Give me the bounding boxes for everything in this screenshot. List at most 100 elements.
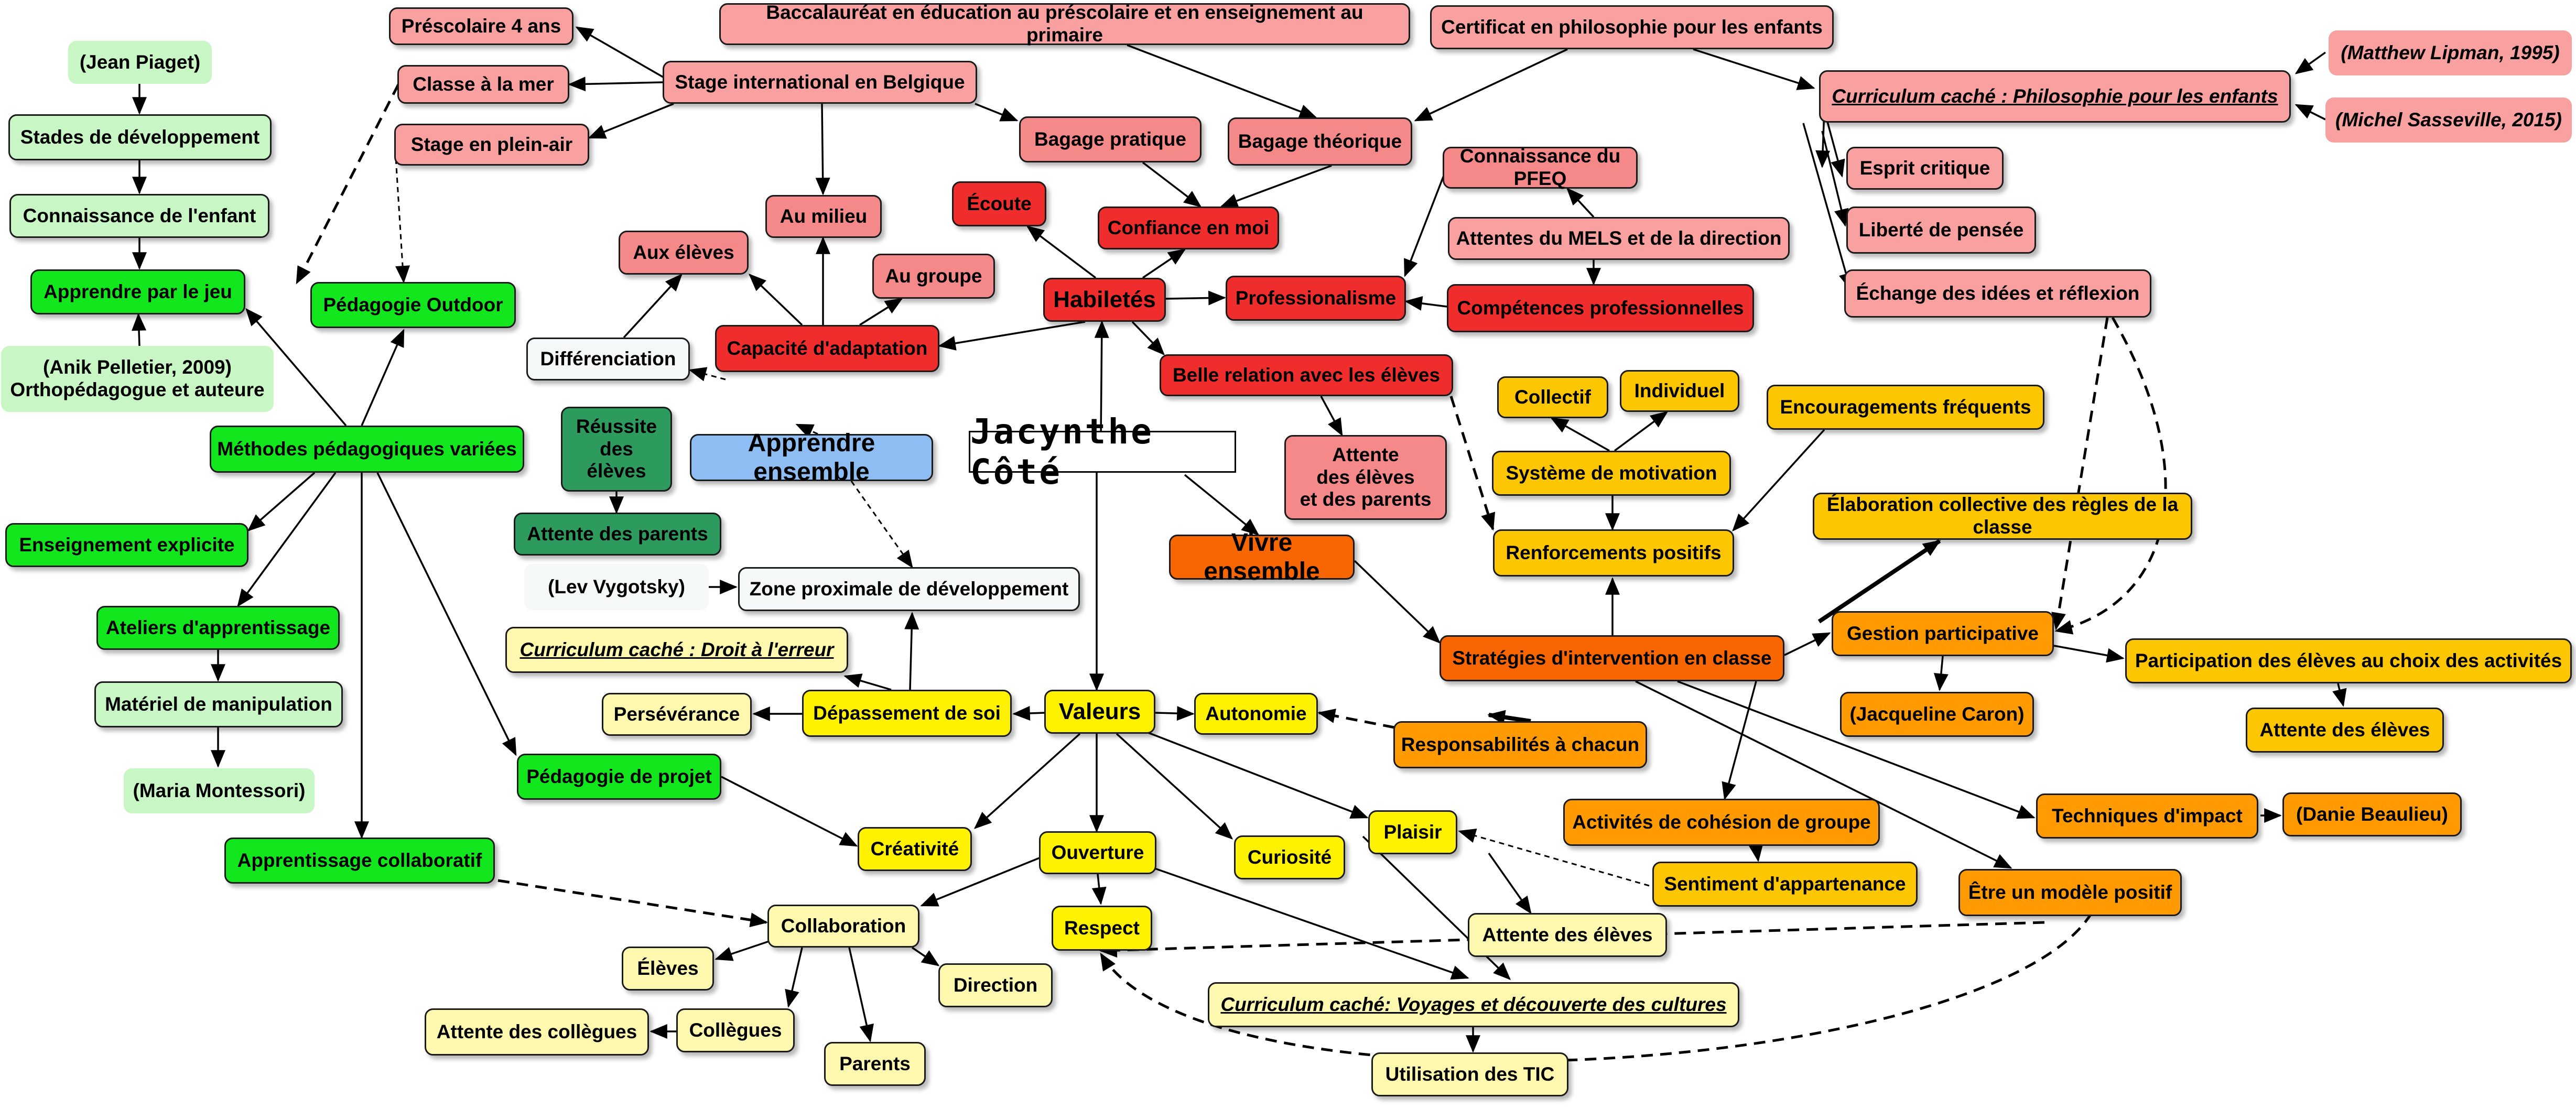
node-curiosite: Curiosité [1234,835,1345,879]
dashed-connector-8 [497,879,768,928]
solid-connector-3 [815,103,830,195]
solid-connector-68 [1748,843,1763,862]
node-stades-developpement: Stades de développement [8,114,272,160]
node-materiel-manipulation: Matériel de manipulation [94,681,343,727]
node-differenciation: Différenciation [526,338,690,380]
solid-connector-65 [1722,681,1757,800]
solid-connector-18 [1404,296,1447,311]
node-apprendre-ensemble: Apprendre ensemble [690,429,933,486]
dashed-connector-6 [1317,709,1395,729]
node-gestion-participative: Gestion participative [1832,611,2054,656]
solid-connector-76 [376,472,517,756]
solid-connector-39 [904,612,919,690]
node-enseignement-explicite: Enseignement explicite [5,523,248,567]
node-renforcements-positifs: Renforcements positifs [1493,529,1734,577]
solid-connector-46 [1116,733,1233,840]
solid-connector-54 [785,947,803,1008]
node-jean-piaget: (Jean Piaget) [68,41,212,84]
node-systeme-motivation: Système de motivation [1492,451,1731,496]
solid-connector-44 [973,733,1081,829]
dashed-curve-echange-gestion [2054,317,2167,635]
solid-connector-11 [1142,248,1186,279]
node-encouragements: Encouragements fréquents [1767,385,2044,430]
solid-connector-13 [938,321,1086,351]
node-esprit-critique: Esprit critique [1846,147,2004,190]
node-habiletes: Habiletés [1043,278,1166,322]
node-pedagogie-projet: Pédagogie de projet [517,754,721,800]
node-matthew-lipman: (Matthew Lipman, 1995) [2329,30,2572,75]
solid-connector-66 [1677,680,2036,819]
solid-connector-74 [237,472,337,607]
solid-connector-49 [1091,874,1107,905]
node-participation-eleves: Participation des élèves au choix des ac… [2125,638,2572,683]
node-perseverance: Persévérance [602,693,752,736]
solid-connector-1 [568,77,663,92]
solid-connector-21 [1821,131,1849,227]
node-curriculum-philosophie: Curriculum caché : Philosophie pour les … [1819,70,2291,123]
node-vivre-ensemble: Vivre ensemble [1169,529,1355,585]
solid-connector-57 [715,940,771,961]
node-professionalisme: Professionalisme [1226,276,1406,321]
node-attente-eleves-participation: Attente des élèves [2246,708,2444,753]
node-maria-montessori: (Maria Montessori) [124,768,315,813]
node-attente-collegues: Attente des collègues [425,1008,649,1056]
node-techniques-impact: Techniques d'impact [2036,793,2258,839]
node-attentes-mels: Attentes du MELS et de la direction [1448,217,1790,260]
solid-connector-42 [1012,705,1046,721]
solid-connector-36 [1184,474,1260,536]
node-attente-parents: Attente des parents [514,513,721,556]
solid-connector-0 [575,26,666,80]
node-valeurs: Valeurs [1044,690,1155,734]
node-anik-pelletier: (Anik Pelletier, 2009) Orthopédagogue et… [1,346,274,412]
node-lev-vygotsky: (Lev Vygotsky) [524,564,709,610]
solid-connector-71 [361,329,405,426]
node-elaboration-regles: Élaboration collective des règles de la … [1813,493,2192,540]
dashed-connector-2 [688,367,726,382]
solid-connector-72 [245,308,347,427]
solid-connector-23 [2294,51,2326,74]
node-bagage-theorique: Bagage théorique [1228,117,1412,166]
node-au-milieu: Au milieu [765,195,882,238]
solid-connector-33 [1732,429,1825,532]
solid-connector-56 [912,947,940,966]
node-jacqueline-caron: (Jacqueline Caron) [1840,692,2034,737]
solid-connector-84 [1487,710,1531,725]
solid-connector-50 [1153,867,1469,980]
node-eleves: Élèves [622,947,714,991]
node-classe-a-la-mer: Classe à la mer [397,65,569,104]
node-activites-cohesion: Activités de cohésion de groupe [1563,799,1880,846]
solid-connector-73 [247,472,316,531]
solid-connector-40 [843,673,892,691]
node-baccalaureat: Baccalauréat en éducation au préscolaire… [719,2,1410,46]
solid-connector-25 [748,274,803,326]
node-sentiment-appartenance: Sentiment d'appartenance [1652,862,1918,907]
solid-connector-51 [1488,852,1532,915]
solid-connector-30 [1550,417,1610,452]
node-au-groupe: Au groupe [872,254,995,299]
solid-connector-47 [1142,730,1369,819]
solid-connector-48 [920,853,1049,907]
node-reussite-eleves: Réussite des élèves [561,407,672,492]
solid-connector-4 [975,103,1019,122]
node-stage-plein-air: Stage en plein-air [394,124,589,166]
node-curriculum-voyages: Curriculum caché: Voyages et découverte … [1208,982,1739,1027]
node-echange-idees: Échange des idées et réflexion [1844,269,2151,318]
solid-connector-8 [1142,161,1202,208]
node-ecoute: Écoute [952,181,1046,226]
node-respect: Respect [1052,906,1152,951]
solid-connector-62 [1933,656,1949,691]
solid-connector-83 [1817,539,1941,624]
solid-connector-34 [1094,320,1109,439]
dashed-connector-4 [850,481,913,569]
dashed-connector-10 [2051,317,2109,630]
node-connaissance-pfeq: Connaissance du PFEQ [1443,145,1638,189]
solid-connector-6 [1414,48,1568,122]
solid-connector-70 [721,776,858,847]
solid-connector-64 [2332,683,2347,707]
node-creativite: Créativité [858,827,972,871]
solid-connector-28 [623,273,683,339]
node-strategies-intervention: Stratégies d'intervention en classe [1439,635,1784,681]
solid-connector-61 [1784,632,1831,656]
dashed-connector-5 [1449,396,1496,531]
solid-connector-14 [1131,321,1165,356]
